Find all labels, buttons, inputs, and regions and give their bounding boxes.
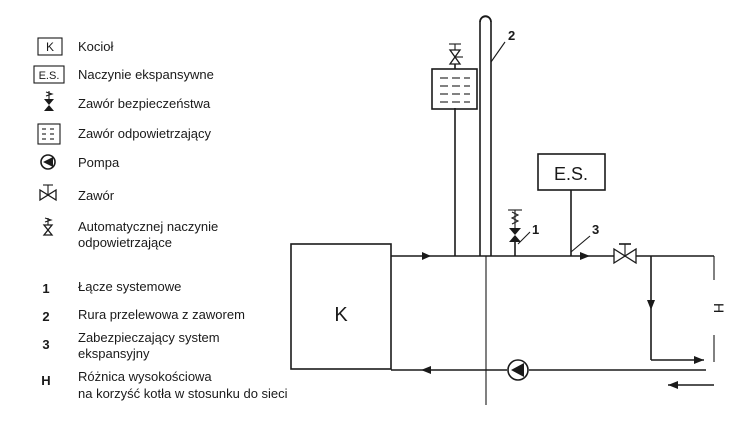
legend-auto-vent-label-1: Automatycznej naczynie [78, 219, 218, 234]
flow-arrow-loop [694, 356, 704, 364]
pump-icon [40, 154, 56, 170]
flow-arrow-return [421, 366, 431, 374]
legend-boiler-label: Kocioł [78, 39, 114, 54]
legend-valve-label: Zawór [78, 188, 115, 203]
legend-vent-label: Zawór odpowietrzający [78, 126, 211, 141]
callout-3: 3 [592, 222, 599, 237]
callout-3-leader [570, 235, 591, 253]
boiler-box-icon [37, 37, 63, 56]
expansion-vessel-label: E.S. [554, 164, 588, 184]
legend: K Kocioł E.S. Naczynie ekspansywne Zawór… [33, 37, 288, 401]
legend-pump-label: Pompa [78, 155, 120, 170]
legend-auto-vent-label-2: odpowietrzające [78, 235, 172, 250]
vent-tank-symbol [431, 68, 478, 110]
legend-num-h: H [41, 373, 50, 388]
safety-valve-symbol [508, 209, 522, 256]
legend-num-3: 3 [42, 337, 49, 352]
overflow-pipe [454, 15, 492, 256]
callout-1: 1 [532, 222, 539, 237]
legend-num-1-label: Łącze systemowe [78, 279, 181, 294]
expansion-vessel-box-icon [33, 65, 65, 84]
boiler-label: K [334, 304, 348, 326]
auto-vent-icon [42, 217, 54, 236]
flow-arrow-down [647, 300, 655, 310]
flow-arrow-incoming [668, 381, 678, 389]
legend-num-h-label-2: na korzyść kotła w stosunku do sieci [78, 386, 288, 401]
schematic: K H [290, 15, 727, 405]
pump-symbol [507, 359, 529, 381]
boiler-box [290, 243, 392, 370]
callout-1-leader [517, 231, 531, 245]
legend-num-3-label-2: ekspansyjny [78, 346, 150, 361]
legend-expansion-symbol: E.S. [39, 70, 60, 82]
callout-2: 2 [508, 28, 515, 43]
legend-num-2-label: Rura przelewowa z zaworem [78, 307, 245, 322]
vent-tank-icon [37, 123, 61, 145]
supply-valve-symbol [613, 243, 637, 265]
flow-arrow-supply-2 [580, 252, 590, 260]
flow-arrow-supply-1 [422, 252, 431, 260]
overflow-pipe-cap [479, 15, 492, 23]
height-label: H [711, 303, 727, 313]
vent-valve-symbol [448, 43, 463, 69]
legend-num-3-label-1: Zabezpieczający system [78, 330, 220, 345]
legend-boiler-symbol: K [46, 40, 54, 54]
legend-safety-valve-label: Zawór bezpieczeństwa [78, 96, 211, 111]
legend-num-2: 2 [42, 309, 49, 324]
legend-expansion-label: Naczynie ekspansywne [78, 67, 214, 82]
legend-num-1: 1 [42, 281, 49, 296]
callout-2-leader [490, 41, 506, 63]
legend-num-h-label-1: Różnica wysokościowa [78, 369, 212, 384]
valve-icon [39, 184, 57, 202]
safety-valve-icon [44, 91, 54, 111]
